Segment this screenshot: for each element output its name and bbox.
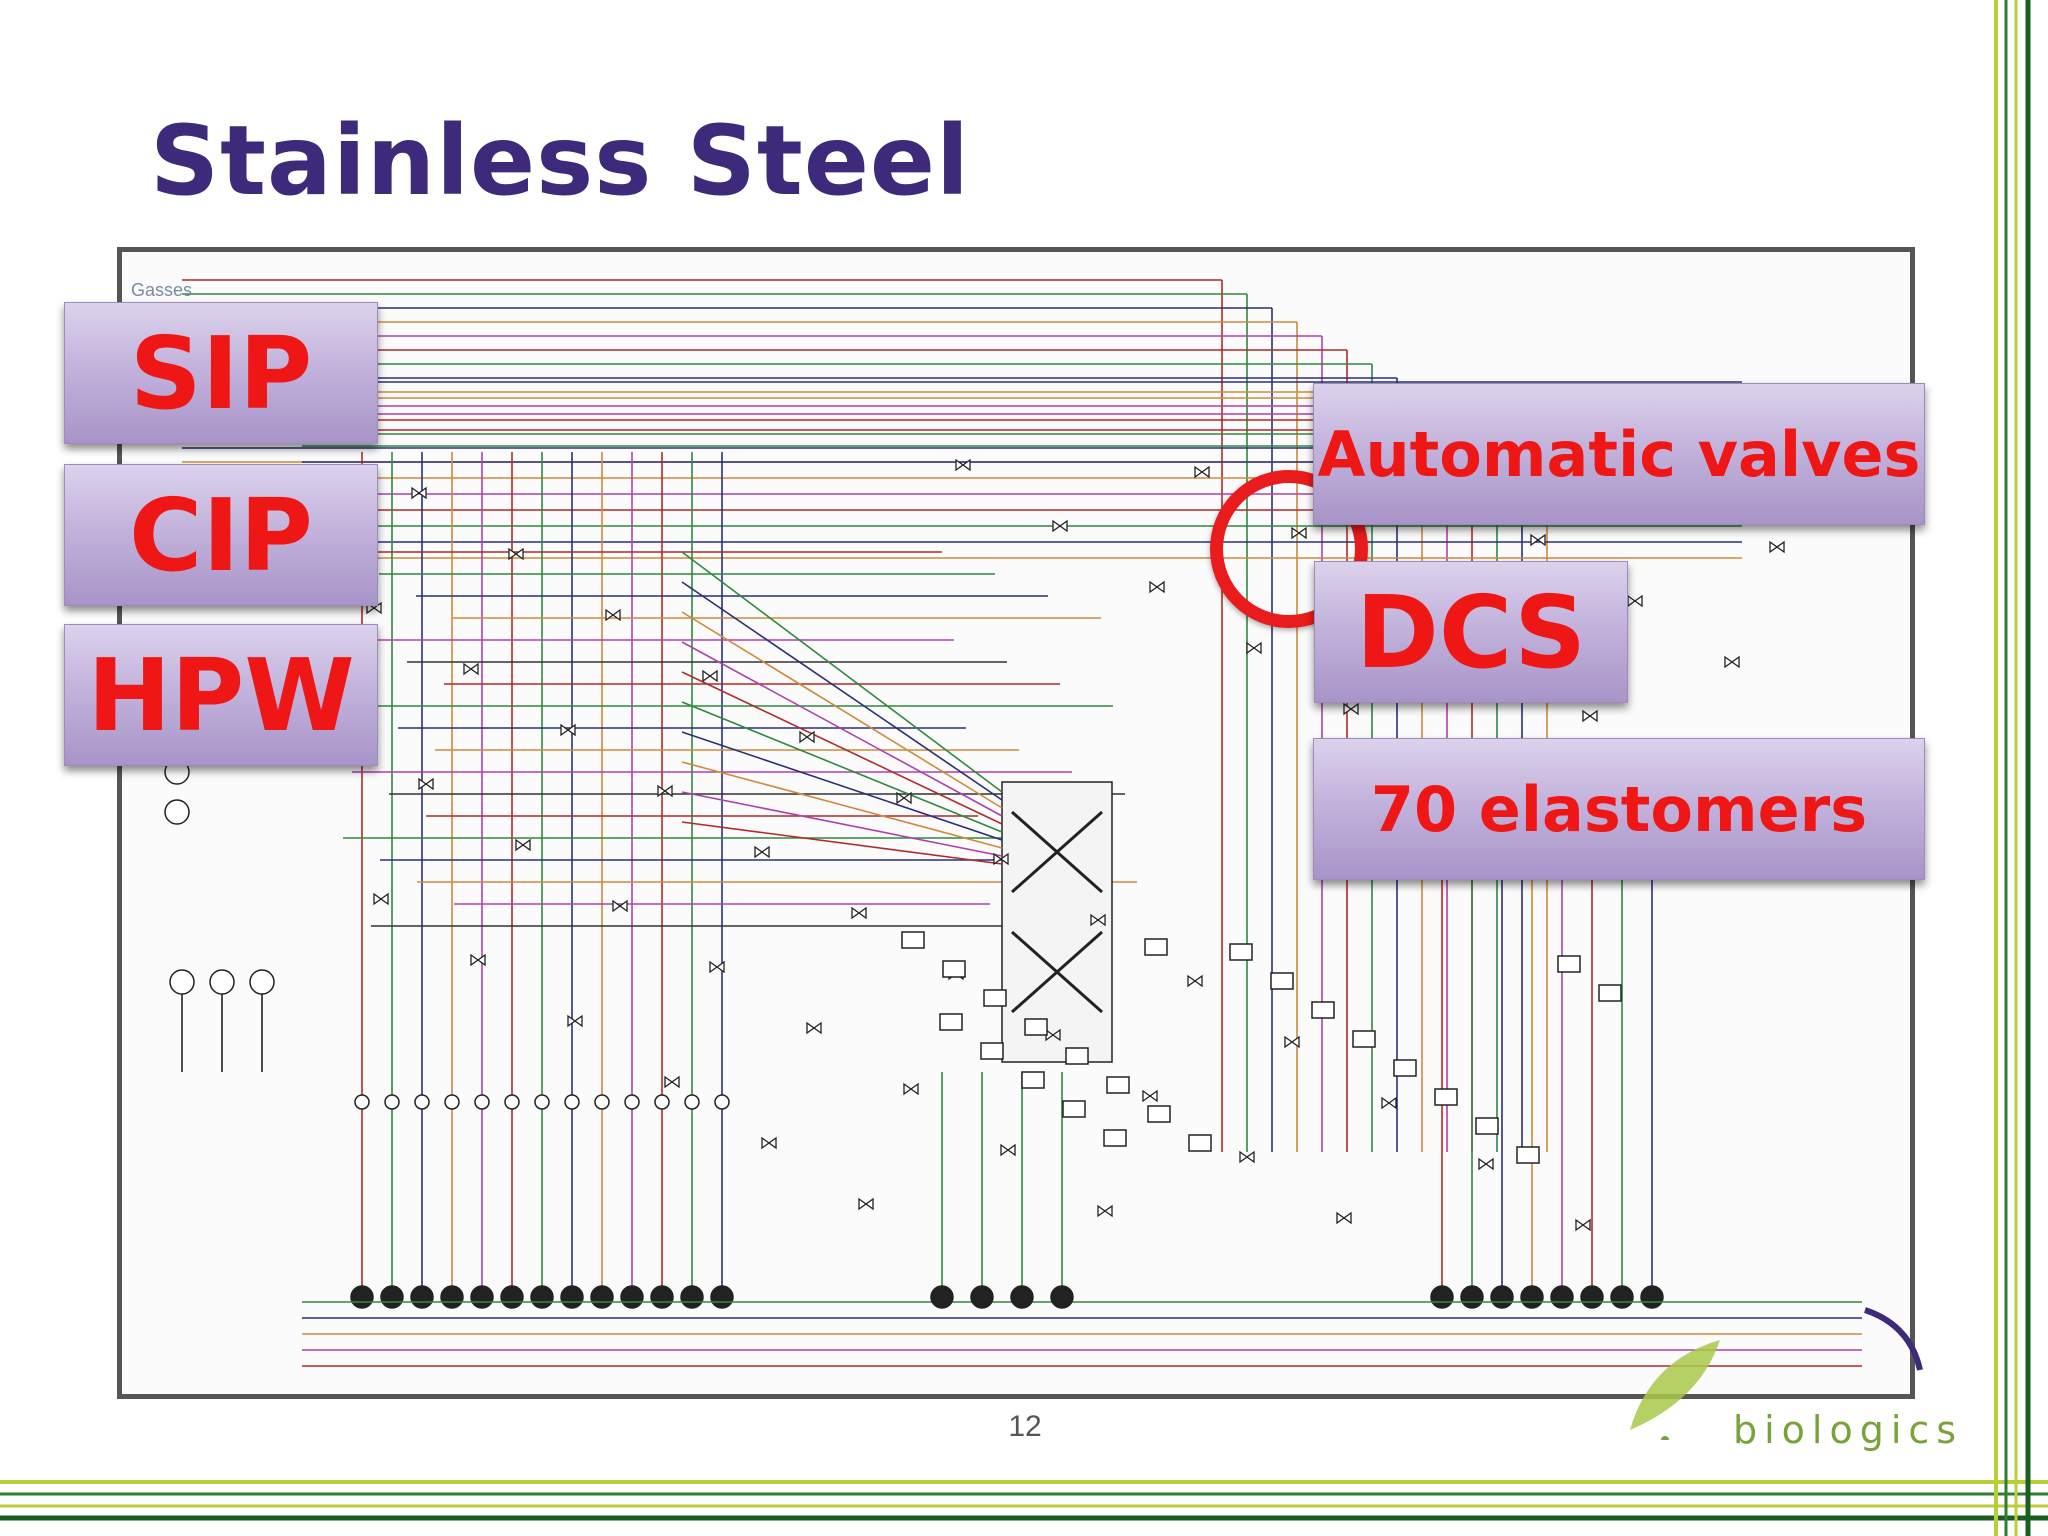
callout-hpw: HPW	[64, 624, 378, 766]
logo-text: biologics	[1733, 1408, 1964, 1452]
slide-title: Stainless Steel	[150, 105, 970, 217]
callout-elastomers: 70 elastomers	[1313, 738, 1925, 880]
gasses-label: Gasses	[131, 280, 193, 300]
page-number: 12	[1008, 1410, 1042, 1443]
pid-drawing	[164, 279, 1862, 1367]
logo-leaf-icon	[1630, 1307, 1923, 1440]
callout-cip: CIP	[64, 464, 378, 606]
callout-dcs: DCS	[1314, 561, 1628, 703]
callout-automatic-valves: Automatic valves	[1313, 383, 1925, 525]
callout-sip: SIP	[64, 302, 378, 444]
